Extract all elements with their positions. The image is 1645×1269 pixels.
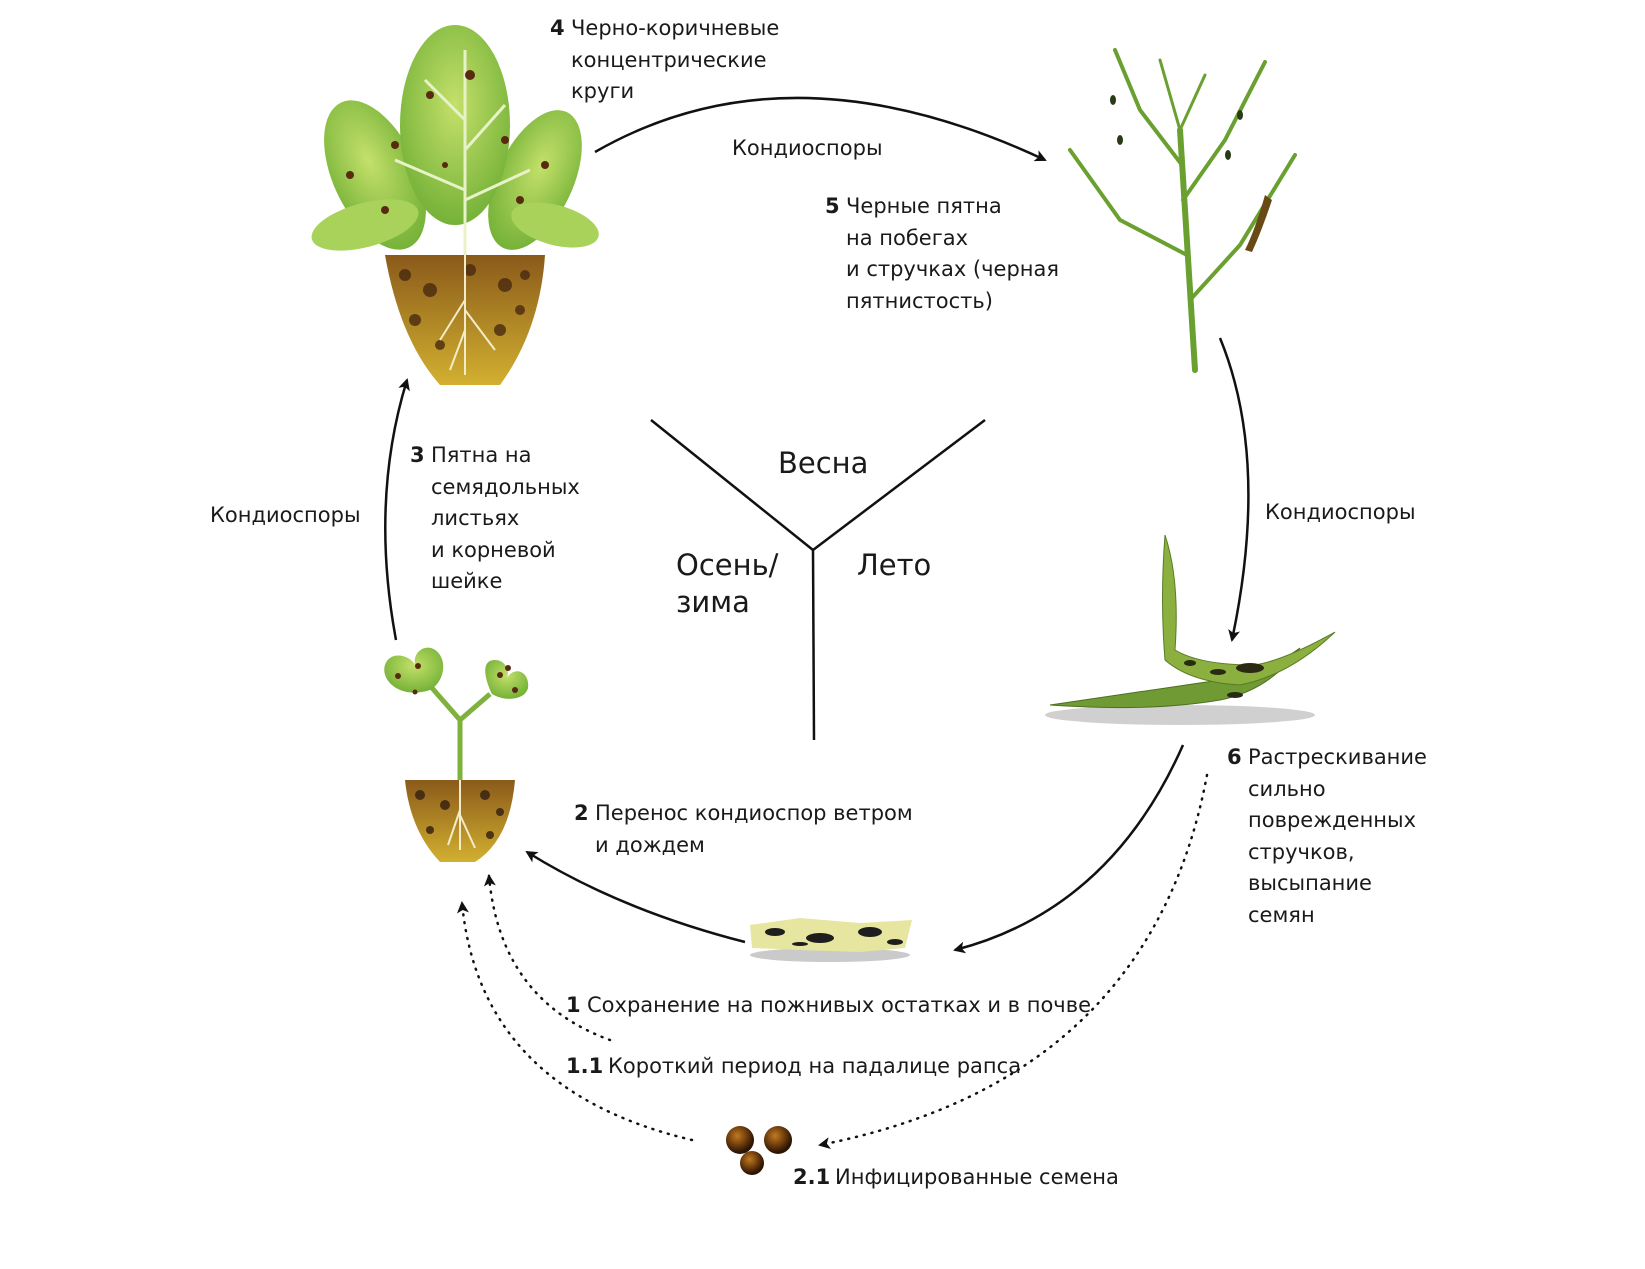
arrow-right-bottom (953, 744, 1185, 954)
stage-text: и дождем (595, 832, 705, 857)
stage-text: семян (1248, 902, 1315, 927)
arrow-left (384, 378, 410, 641)
arrow-bottom (525, 850, 746, 944)
season-autumn-winter: Осень/ зима (676, 547, 778, 621)
stubble-icon (750, 918, 912, 962)
seeds-icon (726, 1126, 792, 1175)
season-summer: Лето (857, 548, 932, 582)
mature-plant-icon (311, 25, 599, 385)
stage-text: сильно (1248, 776, 1326, 801)
stage-text: пятнистость) (846, 288, 993, 313)
arrow-label-left: Кондиоспоры (210, 503, 361, 527)
season-spring: Весна (778, 446, 869, 480)
stage-number: 2.1 (793, 1165, 831, 1189)
stage-text: на побегах (846, 225, 969, 250)
stage-text: Короткий период на падалице рапса (608, 1054, 1022, 1078)
dotted-arrow-pods-to-seeds (818, 773, 1209, 1149)
seedling-icon (384, 647, 529, 862)
stage-number: 5 (825, 194, 840, 218)
stage-number: 1.1 (566, 1054, 604, 1078)
arrow-right (1218, 337, 1250, 642)
stage-text: Сохранение на пожнивых остатках и в почв… (587, 993, 1092, 1017)
stage-text: Перенос кондиоспор ветром (595, 801, 913, 825)
stage-text: концентрические (571, 47, 767, 72)
stage-text: листьях (431, 506, 520, 530)
stage-text: Черно-коричневые (571, 16, 780, 40)
stage-text: Пятна на (431, 443, 532, 467)
stage-text: высыпание (1248, 871, 1372, 895)
stage-number: 1 (566, 993, 581, 1017)
stage-text: семядольных (431, 474, 580, 499)
stage-text: стручков, (1248, 839, 1355, 864)
stage-text: Черные пятна (846, 194, 1002, 218)
stage-number: 6 (1227, 745, 1242, 769)
stage-text: и стручках (черная (846, 257, 1060, 281)
stage-text: поврежденных (1248, 808, 1417, 832)
season-autumn-line: Осень/ (676, 548, 779, 582)
arrow-top (594, 96, 1047, 162)
arrow-label-top: Кондиоспоры (732, 136, 883, 160)
stage-text: круги (571, 79, 635, 103)
arrow-label-right: Кондиоспоры (1265, 500, 1416, 524)
stage-text: шейке (431, 569, 503, 593)
stage-number: 2 (574, 801, 589, 825)
stage-text: и корневой (431, 537, 556, 562)
dotted-arrow-seeds-to-seedling-outer (456, 901, 694, 1142)
stage-text: Растрескивание (1248, 745, 1427, 769)
stage-number: 4 (550, 16, 565, 40)
season-divider (650, 419, 986, 741)
cracked-pods-icon (1045, 534, 1336, 725)
season-winter-line: зима (676, 585, 750, 619)
stage-text: Инфицированные семена (835, 1165, 1119, 1189)
stage-number: 3 (410, 443, 425, 467)
pod-branch-icon (1068, 48, 1297, 373)
